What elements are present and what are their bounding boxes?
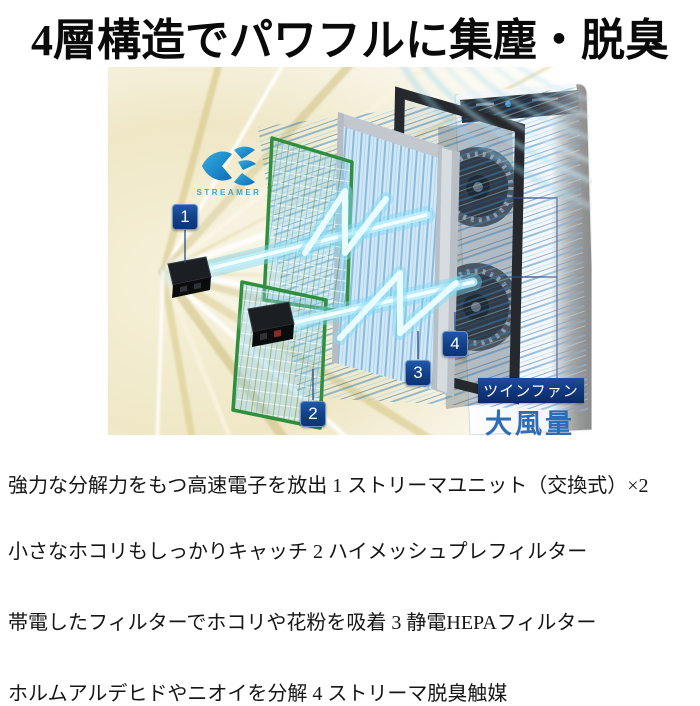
- description-line-2: 小さなホコリもしっかりキャッチ 2 ハイメッシュプレフィルター: [8, 541, 588, 563]
- badge-3: 3: [405, 360, 431, 386]
- badge-2: 2: [300, 401, 326, 427]
- badge-1: 1: [172, 204, 198, 230]
- description-line-1: 強力な分解力をもつ高速電子を放出 1 ストリーマユニット（交換式）×2: [8, 475, 649, 497]
- product-diagram: STREAMER 1 2 3 4 ツインファン 大風量: [108, 67, 592, 439]
- description-line-3: 帯電したフィルターでホコリや花粉を吸着 3 静電HEPAフィルター: [8, 612, 597, 634]
- page-title: 4層構造でパワフルに集塵・脱臭: [31, 16, 669, 65]
- streamer-unit-2: [234, 300, 308, 347]
- streamer-logo-text: STREAMER: [196, 188, 262, 197]
- discharge-glow-marks: [298, 184, 463, 345]
- twin-fan-label: ツインファン: [478, 378, 584, 403]
- streamer-logo-icon: [200, 145, 258, 187]
- airflow-volume-label: 大風量: [485, 409, 575, 439]
- prefilter-top: [262, 136, 354, 314]
- badge-4: 4: [442, 331, 468, 357]
- streamer-unit-1: [155, 255, 223, 298]
- description-line-4: ホルムアルデヒドやニオイを分解 4 ストリーマ脱臭触媒: [8, 683, 508, 705]
